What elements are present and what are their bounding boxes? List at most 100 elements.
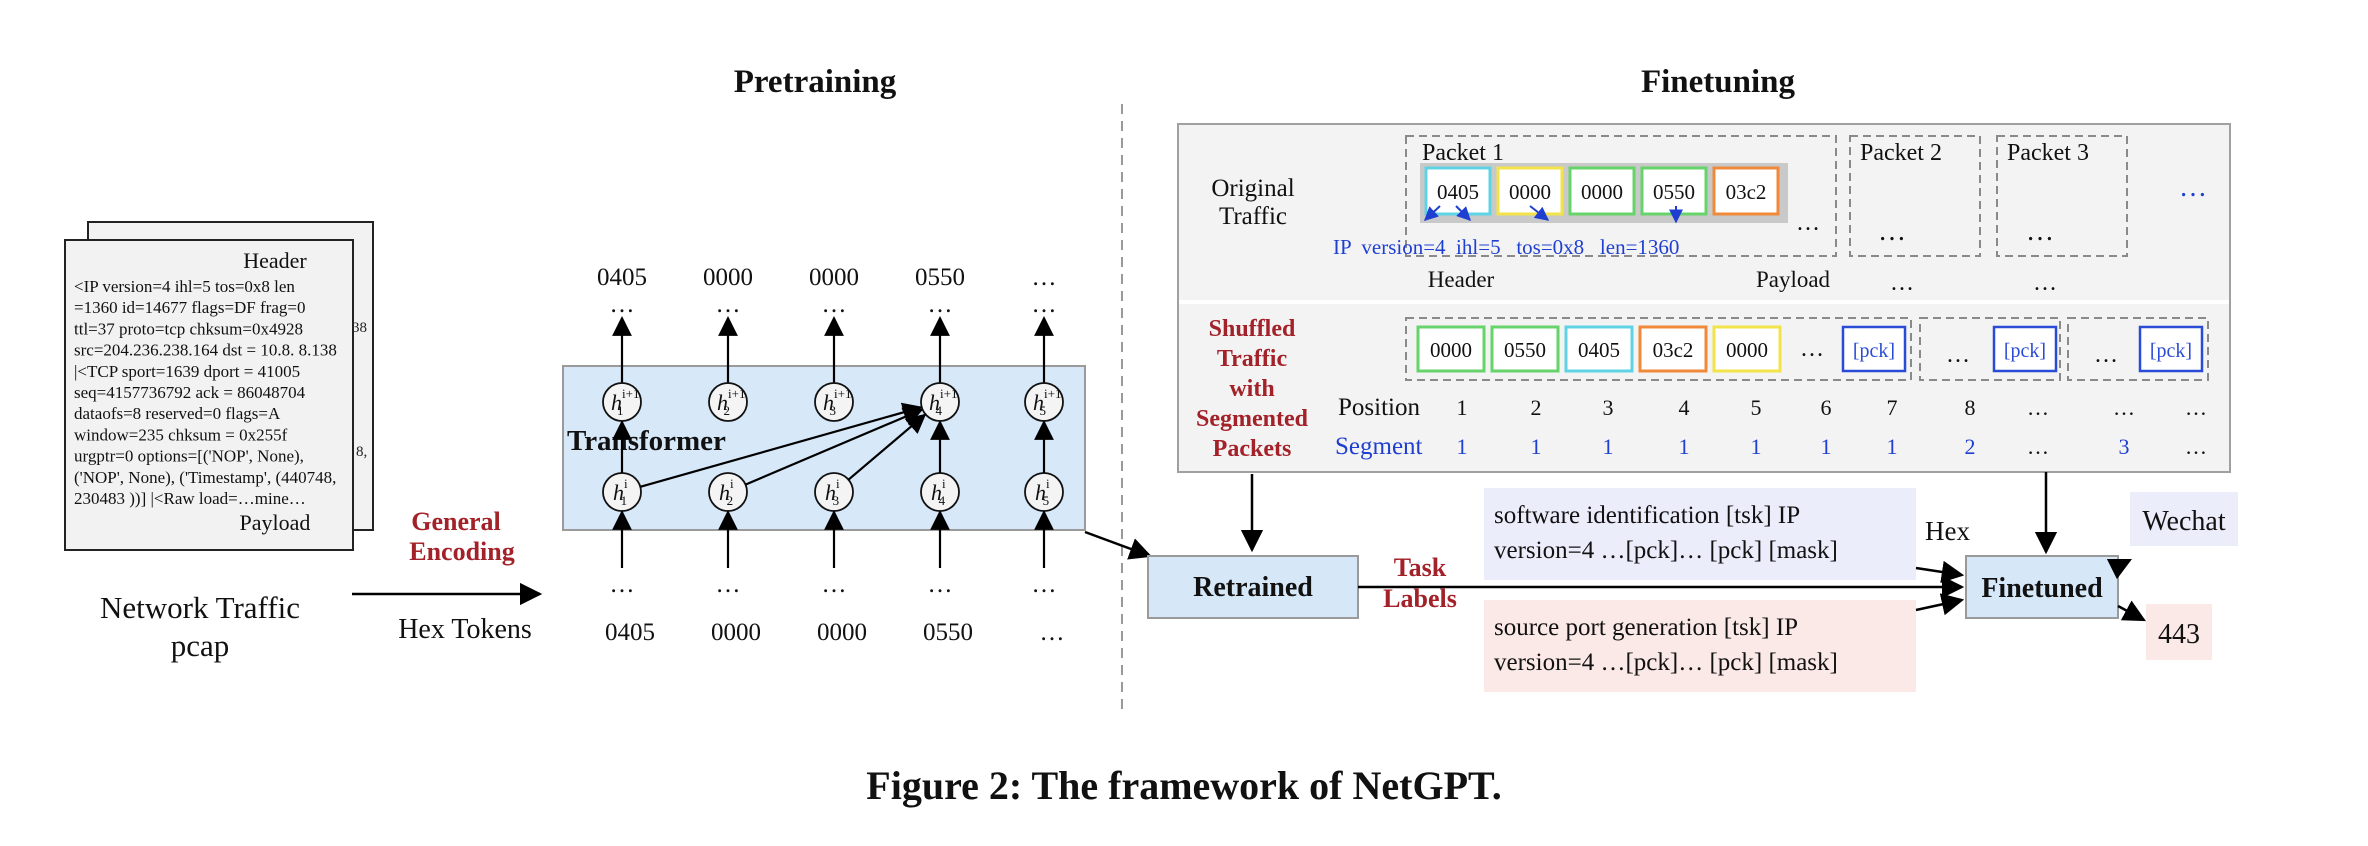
packet-3-group — [1996, 135, 2128, 257]
packet-2-group — [1849, 135, 1981, 257]
svg-text:0000: 0000 — [1509, 180, 1551, 204]
position-value: 6 — [1821, 395, 1832, 420]
input-dots: … — [1032, 571, 1057, 598]
hex-token: 0000 — [1712, 325, 1782, 373]
pcap-line: ttl=37 proto=tcp chksum=0x4928 — [74, 319, 303, 338]
svg-text:hi+11: hi+11 — [611, 386, 639, 418]
pcap-line: seq=4157736792 ack = 86048704 — [74, 383, 306, 402]
output-dots: … — [928, 291, 953, 318]
position-value: 8 — [1965, 395, 1976, 420]
svg-text:hi+12: hi+12 — [717, 386, 745, 418]
output-token: … — [1032, 264, 1057, 291]
output-dots: … — [1032, 291, 1057, 318]
payload-label: Payload — [1756, 267, 1831, 292]
position-value: … — [2185, 395, 2207, 420]
segment-value: 1 — [1821, 434, 1832, 459]
hex-token: 0000 — [1496, 166, 1564, 216]
pcap-line: |<TCP sport=1639 dport = 41005 — [74, 362, 300, 381]
network-traffic-label: Network Traffic — [100, 590, 300, 625]
ip-field-decoding: IP version=4 ihl=5 tos=0x8 len=1360 — [1333, 235, 1679, 259]
input-token: 0550 — [923, 619, 973, 646]
position-value: 1 — [1457, 395, 1468, 420]
segment-value: 1 — [1751, 434, 1762, 459]
port-arrow — [2117, 600, 2146, 622]
input-token: 0000 — [817, 619, 867, 646]
pcap-peek-bottom: 8, — [356, 444, 367, 460]
svg-text:03c2: 03c2 — [1726, 180, 1767, 204]
svg-text:Segmented: Segmented — [1196, 406, 1309, 432]
pcap-line: src=204.236.238.164 dst = 10.8. 8.138 — [74, 341, 337, 360]
svg-text:0000: 0000 — [1581, 180, 1623, 204]
position-value: 2 — [1531, 395, 1542, 420]
output-token: 0405 — [597, 264, 647, 291]
pcap-label: pcap — [171, 628, 230, 663]
svg-text:with: with — [1229, 376, 1274, 402]
svg-text:hi3: hi3 — [825, 476, 840, 508]
prompt-2-line-1: source port generation [tsk] IP — [1494, 614, 1798, 641]
pck-token: [pck] — [2138, 325, 2204, 373]
segment-label: Segment — [1335, 433, 1423, 460]
svg-text:0405: 0405 — [1578, 338, 1620, 362]
input-dots: … — [716, 571, 741, 598]
svg-text:hi2: hi2 — [719, 476, 734, 508]
svg-text:[pck]: [pck] — [1853, 340, 1895, 362]
shuffled-ellipsis: … — [1946, 342, 1970, 368]
svg-text:hi+14: hi+14 — [929, 386, 957, 418]
svg-text:hi+15: hi+15 — [1033, 386, 1061, 418]
input-dots: … — [822, 571, 847, 598]
packet-1-group — [1405, 135, 1837, 257]
hex-token: 0405 — [1564, 325, 1634, 373]
svg-text:hi5: hi5 — [1035, 476, 1050, 508]
attention-arrow — [847, 413, 927, 481]
svg-text:Packets: Packets — [1213, 436, 1292, 462]
output-dots: … — [716, 291, 741, 318]
retrained-label: Retrained — [1193, 572, 1313, 603]
input-token: 0405 — [605, 619, 655, 646]
header-ellipsis-1: … — [1890, 270, 1914, 296]
header-label: Header — [1428, 267, 1495, 292]
pcap-line: urgptr=0 options=[('NOP', None), — [74, 447, 304, 466]
output-token: 0000 — [703, 264, 753, 291]
shuffled-traffic-label: Shuffled Traffic with Segmented Packets — [1196, 316, 1309, 462]
svg-text:[pck]: [pck] — [2004, 340, 2046, 362]
transformer-label: Transformer — [567, 425, 726, 457]
header-ellipsis-2: … — [2033, 270, 2057, 296]
pcap-document-stack: 38 8, Header <IP version=4 ihl=5 tos=0x8… — [64, 221, 374, 551]
hex-token: 03c2 — [1638, 325, 1708, 373]
pcap-line: <IP version=4 ihl=5 tos=0x8 len — [74, 277, 295, 296]
input-dots: … — [610, 571, 635, 598]
prompt-box-port-gen — [1484, 600, 1916, 692]
pck-token: [pck] — [1841, 325, 1907, 373]
packet-1-ellipsis: … — [1796, 210, 1820, 236]
pcap-line: 230483 ))] |<Raw load=…mine… — [74, 489, 306, 508]
svg-text:0550: 0550 — [1504, 338, 1546, 362]
position-value: 5 — [1751, 395, 1762, 420]
shuffled-segment-1 — [1405, 317, 1912, 381]
hex-token: 0000 — [1416, 325, 1486, 373]
field-mapping-arrows — [1423, 205, 1683, 224]
pck-token: [pck] — [1992, 325, 2058, 373]
position-value: 4 — [1679, 395, 1690, 420]
segment-value: 1 — [1457, 434, 1468, 459]
pretraining-title: Pretraining — [734, 64, 897, 100]
position-label: Position — [1338, 394, 1420, 421]
position-value: 3 — [1603, 395, 1614, 420]
segment-value: … — [2185, 434, 2207, 459]
input-token: 0000 — [711, 619, 761, 646]
shuffled-segment-3 — [2067, 317, 2209, 381]
transformer-to-retrained-arrow — [1084, 530, 1153, 560]
pcap-packet-dump: <IP version=4 ihl=5 tos=0x8 len=1360 id=… — [74, 277, 337, 508]
segment-value: 2 — [1965, 434, 1976, 459]
pcap-line: dataofs=8 reserved=0 flags=A — [74, 404, 281, 423]
pcap-payload-label: Payload — [240, 510, 311, 535]
svg-text:hi+13: hi+13 — [823, 386, 851, 418]
